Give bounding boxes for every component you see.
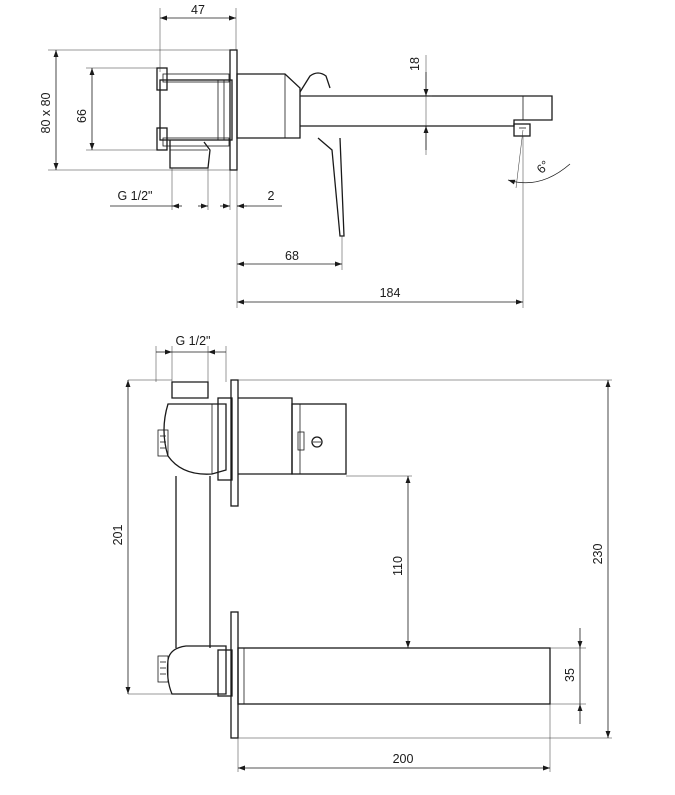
aerator — [513, 123, 531, 137]
dim-width-47: 47 — [191, 3, 205, 17]
dim-length-200: 200 — [393, 752, 414, 766]
spout — [237, 647, 551, 705]
lever-handle — [317, 137, 345, 237]
top-view: 47 80 x 80 66 18 G 1/2" 2 68 184 6° — [39, 3, 571, 308]
dim-reach-184: 184 — [380, 286, 401, 300]
lever-cap — [291, 403, 347, 475]
dim-spout-18: 18 — [408, 57, 422, 71]
mixer-housing — [236, 73, 301, 139]
dim-height-201: 201 — [111, 525, 125, 546]
dim-height-66: 66 — [75, 109, 89, 123]
inlet-connector — [169, 140, 211, 169]
dim-height-230: 230 — [591, 544, 605, 565]
lever-knob — [299, 72, 331, 93]
valve-body — [159, 79, 233, 141]
dim-angle-6: 6° — [534, 158, 552, 176]
dim-thickness-35: 35 — [563, 668, 577, 682]
dim-height-80x80: 80 x 80 — [39, 92, 53, 133]
dim-gap-2: 2 — [268, 189, 275, 203]
upper-wall-plate — [230, 379, 239, 507]
lower-valve-body — [166, 645, 227, 695]
bottom-view: G 1/2" 201 110 230 35 200 — [111, 334, 612, 772]
spout — [300, 95, 553, 127]
mixer-housing — [238, 397, 293, 475]
dim-reach-68: 68 — [285, 249, 299, 263]
connecting-pipe — [175, 476, 211, 648]
upper-valve-body — [163, 403, 227, 475]
lever-screw — [311, 436, 323, 448]
dim-thread-bottom: G 1/2" — [175, 334, 210, 348]
dim-thread-top: G 1/2" — [117, 189, 152, 203]
dim-offset-110: 110 — [391, 556, 405, 576]
wall-plate — [229, 49, 238, 171]
